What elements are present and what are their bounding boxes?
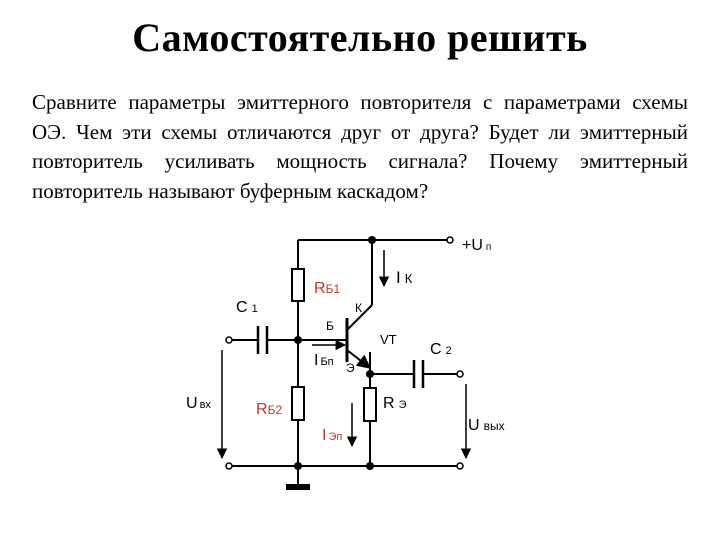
resistor-rb1 [291,268,305,302]
emitter-pin-label: Э [346,361,355,375]
rb1-label: RБ1 [314,280,340,297]
arrows [216,250,472,460]
capacitor-c1 [256,326,269,354]
slide-title: Самостоятельно решить [132,15,588,60]
task-text: Сравните параметры эмиттерного повторите… [32,90,688,203]
base-pin-label: Б [326,319,334,333]
collector-pin-label: К [355,301,362,315]
resistor-re [363,387,377,422]
terminals [225,236,464,470]
capacitor-c2 [412,360,425,388]
junction-dots [294,236,376,470]
resistor-rb2 [291,386,305,421]
rb2-label: RБ2 [256,401,282,418]
ground-symbol [286,484,310,490]
transistor-label: VT [380,332,397,347]
transistor-vt [345,304,373,369]
